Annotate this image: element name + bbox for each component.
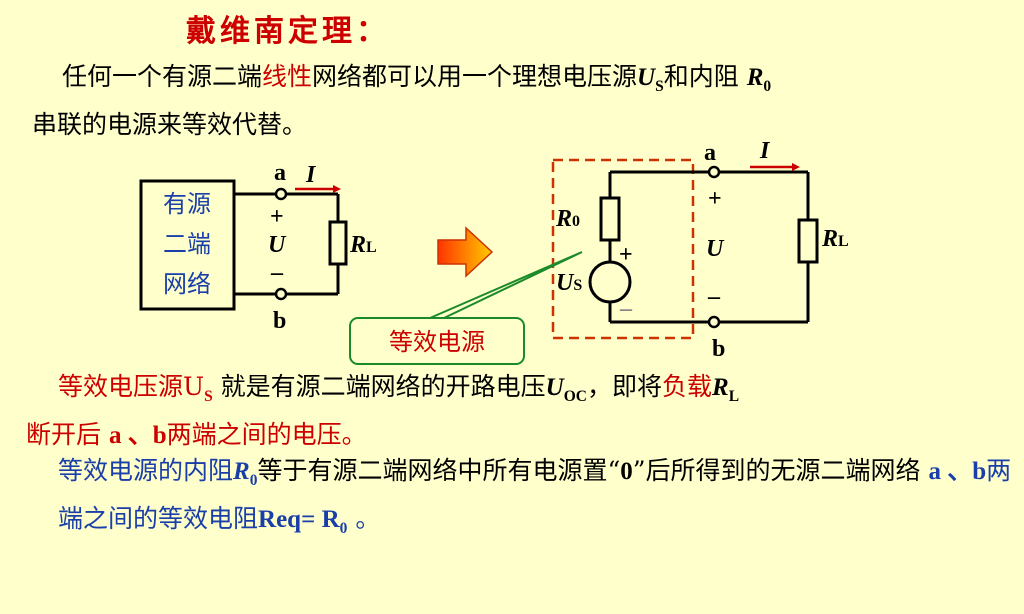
p2-rl: R: [712, 374, 729, 401]
p3-zero: 0: [620, 458, 633, 485]
intro-part4: 串联的电源来等效代替。: [32, 110, 308, 139]
voltage-source-icon: [588, 260, 632, 304]
callout-box: [349, 317, 525, 365]
p2-rl-sub: L: [728, 388, 740, 405]
page-title: 戴维南定理：: [186, 14, 390, 49]
current-label-left: I: [305, 162, 317, 188]
label-a-right: a: [704, 140, 716, 166]
source-plus: +: [619, 242, 633, 268]
intro-part2: 网络都可以用一个理想电压源: [312, 62, 638, 91]
load-label-right: RL: [821, 226, 849, 252]
voltage-left: U: [268, 232, 287, 258]
intro-part1: 任何一个有源二端: [62, 62, 263, 91]
terminal-a-left: [274, 187, 288, 201]
label-b-left: b: [273, 308, 286, 334]
p3-text3: 两端之间的等效电阻: [58, 456, 1012, 533]
p2-uoc: U: [545, 374, 564, 401]
intro-part3: 和内阻: [663, 62, 747, 91]
paragraph-voltage: 等效电压源US 就是有源二端网络的开路电压UOC，即将负载RL 断开后 a 、b…: [26, 368, 1018, 455]
equivalence-arrow-icon: [437, 226, 494, 278]
network-box: [139, 179, 236, 311]
label-a-left: a: [274, 160, 286, 186]
p3-lead: 等效电源的内阻: [58, 456, 234, 485]
minus-right: –: [707, 284, 721, 310]
terminal-b-left: [274, 287, 288, 301]
p3-r0: R: [233, 458, 250, 485]
intro-r0: R: [746, 64, 764, 91]
left-wires: [234, 192, 340, 296]
p3-req-sub: 0: [339, 520, 348, 537]
source-minus: –: [619, 296, 633, 322]
network-box-line3: 网络: [163, 270, 211, 298]
intro-r0-sub: 0: [763, 78, 772, 95]
load-resistor-right: [797, 218, 819, 264]
current-arrowhead-left: [333, 185, 341, 193]
paragraph-resistance: 等效电源的内阻R0等于有源二端网络中所有电源置“0”后所得到的无源二端网络 a …: [58, 452, 1018, 548]
p2-text2: ，即将: [586, 372, 662, 401]
equivalent-source-box: [551, 158, 695, 340]
terminal-b-right: [707, 315, 721, 329]
plus-left: +: [270, 204, 284, 230]
intro-us: U: [637, 64, 656, 91]
current-arrowhead-right: [792, 163, 800, 171]
p3-req: Req= R: [258, 506, 340, 533]
current-label-right: I: [759, 138, 771, 164]
p3-end: 。: [347, 504, 381, 533]
load-label-left: RL: [349, 232, 377, 258]
p3-text2: ”后所得到的无源二端网络: [632, 456, 929, 485]
p2-lead: 等效电压源U: [58, 372, 205, 401]
load-resistor-left: [328, 220, 348, 266]
intro-highlight: 线性: [262, 62, 313, 91]
internal-resistor: [599, 196, 621, 242]
callout-pointer: [429, 251, 583, 319]
r0-label: R0: [555, 206, 580, 232]
p2-uoc-sub: OC: [563, 388, 587, 405]
p3-text1: 等于有源二端网络中所有电源置“: [257, 456, 621, 485]
p2-lead-sub: S: [204, 388, 213, 405]
p3-ab: a 、b: [928, 458, 987, 485]
intro-paragraph: 任何一个有源二端线性网络都可以用一个理想电压源US和内阻 R0 串联的电源来等效…: [32, 58, 992, 144]
voltage-right: U: [706, 236, 725, 262]
label-b-right: b: [712, 336, 725, 362]
p2-load-word: 负载: [661, 372, 712, 401]
p3-r0-sub: 0: [249, 472, 258, 489]
p2-text4: 两端之间的电压。: [166, 420, 367, 449]
p2-text1: 就是有源二端网络的开路电压: [212, 372, 546, 401]
plus-right: +: [708, 186, 722, 212]
minus-left: –: [270, 260, 284, 286]
callout-text: 等效电源: [389, 328, 485, 356]
p2-ab: a 、b: [108, 422, 167, 449]
terminal-a-right: [707, 165, 721, 179]
p2-text3: 断开后: [26, 420, 109, 449]
us-label: US: [556, 270, 582, 296]
network-box-line2: 二端: [163, 230, 211, 258]
intro-us-sub: S: [655, 78, 664, 95]
network-box-line1: 有源: [163, 190, 211, 218]
